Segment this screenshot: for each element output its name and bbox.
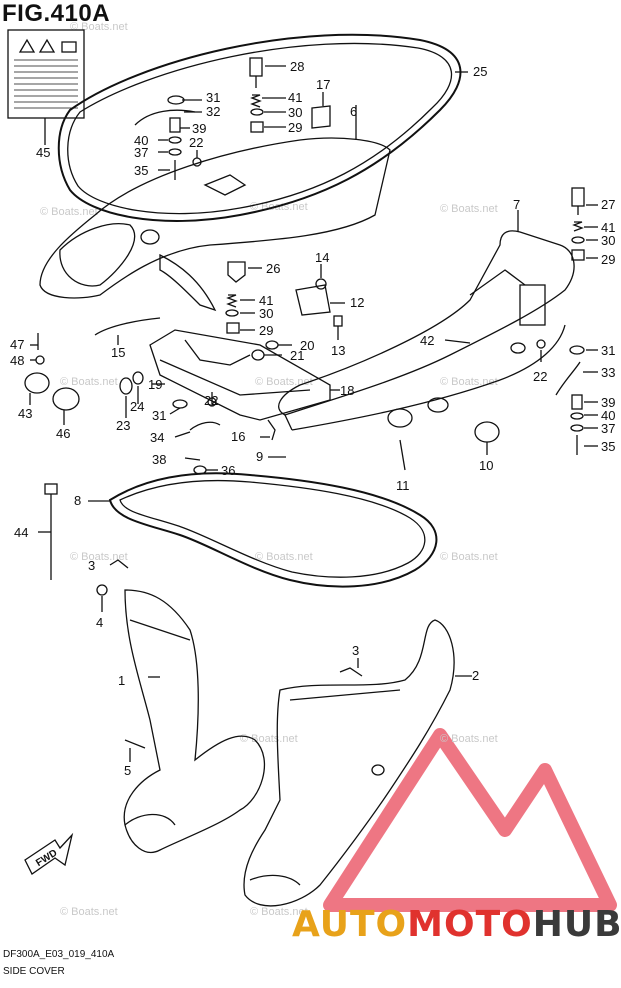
callout-28: 28	[290, 59, 304, 74]
figure-title: FIG.410A	[2, 0, 111, 27]
callout-40: 40	[134, 133, 148, 148]
callout-26: 26	[266, 261, 280, 276]
callout-34: 34	[150, 430, 164, 445]
callout-37b: 37	[601, 421, 615, 436]
callout-1: 1	[118, 673, 125, 688]
callout-44: 44	[14, 525, 28, 540]
callout-37: 37	[134, 145, 148, 160]
callout-30c: 30	[601, 233, 615, 248]
callout-4: 4	[96, 615, 103, 630]
callout-3: 3	[88, 558, 95, 573]
callout-8: 8	[74, 493, 81, 508]
part-right-side-cover	[243, 619, 472, 907]
callout-3b: 3	[352, 643, 359, 658]
model-code: DF300A_E03_019_410A	[3, 949, 115, 960]
callout-16: 16	[231, 429, 245, 444]
callout-25: 25	[473, 64, 487, 79]
callout-6: 6	[350, 104, 357, 119]
callout-47: 47	[10, 337, 24, 352]
watermark-text: © Boats.net	[440, 376, 498, 388]
brand-hub: HUB	[532, 904, 621, 945]
callout-9: 9	[256, 449, 263, 464]
part-warning-label	[7, 29, 85, 145]
callout-13: 13	[331, 343, 345, 358]
part-lower-bracket	[149, 329, 340, 421]
part-stern-cowling	[278, 210, 575, 431]
watermark-text: © Boats.net	[240, 733, 298, 745]
callout-42: 42	[420, 333, 434, 348]
callout-2: 2	[472, 668, 479, 683]
callout-32: 32	[206, 104, 220, 119]
callout-11: 11	[396, 478, 410, 493]
watermark-text: © Boats.net	[255, 551, 313, 563]
callout-41c: 41	[601, 220, 615, 235]
callout-29c: 29	[601, 252, 615, 267]
callout-45: 45	[36, 145, 50, 160]
callout-35: 35	[134, 163, 148, 178]
watermark-text: © Boats.net	[60, 906, 118, 918]
callout-43: 43	[18, 406, 32, 421]
part-left-side-cover	[123, 589, 266, 853]
automotohub-logo-icon	[323, 728, 617, 912]
part-top-seal	[57, 33, 468, 222]
callout-21: 21	[290, 348, 304, 363]
callout-labels: 1 2 3 3 4 5 6 7 8 9 10 11 12 13 14 15 16…	[10, 59, 615, 778]
automotohub-watermark: AUTOMOTOHUB	[292, 904, 621, 945]
part-hardware	[24, 57, 598, 762]
callout-39b: 39	[601, 395, 615, 410]
callout-33: 33	[601, 365, 615, 380]
callout-12: 12	[350, 295, 364, 310]
callout-7: 7	[513, 197, 520, 212]
watermark-text: © Boats.net	[40, 206, 98, 218]
part-upper-cowling	[39, 105, 391, 312]
watermark-text: © Boats.net	[440, 551, 498, 563]
callout-22b: 22	[204, 393, 218, 408]
callout-29b: 29	[259, 323, 273, 338]
callout-30: 30	[288, 105, 302, 120]
fwd-arrow-icon	[24, 832, 74, 875]
callout-19: 19	[148, 377, 162, 392]
callout-15: 15	[111, 345, 125, 360]
callout-36: 36	[221, 463, 235, 478]
callout-23: 23	[116, 418, 130, 433]
watermark-text: © Boats.net	[440, 733, 498, 745]
callout-41: 41	[288, 90, 302, 105]
callout-39: 39	[192, 121, 206, 136]
callout-31c: 31	[601, 343, 615, 358]
callout-40b: 40	[601, 408, 615, 423]
brand-moto: MOTO	[407, 904, 533, 945]
brand-auto: AUTO	[292, 904, 408, 945]
callout-17: 17	[316, 77, 330, 92]
callout-5: 5	[124, 763, 131, 778]
callout-48: 48	[10, 353, 24, 368]
callout-24: 24	[130, 399, 144, 414]
part-outlines	[7, 29, 598, 907]
callout-30b: 30	[259, 306, 273, 321]
boats-net-watermarks: © Boats.net © Boats.net © Boats.net © Bo…	[40, 21, 498, 918]
callout-35b: 35	[601, 439, 615, 454]
callout-22c: 22	[533, 369, 547, 384]
watermark-text: © Boats.net	[60, 376, 118, 388]
callout-27: 27	[601, 197, 615, 212]
callout-10: 10	[479, 458, 493, 473]
part-lower-seal	[88, 472, 438, 588]
callout-18: 18	[340, 383, 354, 398]
callout-29: 29	[288, 120, 302, 135]
callout-31: 31	[206, 90, 220, 105]
watermark-text: © Boats.net	[70, 551, 128, 563]
callout-38: 38	[152, 452, 166, 467]
callout-41b: 41	[259, 293, 273, 308]
watermark-text: © Boats.net	[255, 376, 313, 388]
callout-20: 20	[300, 338, 314, 353]
callout-46: 46	[56, 426, 70, 441]
watermark-text: © Boats.net	[250, 906, 308, 918]
watermark-text: © Boats.net	[440, 203, 498, 215]
callout-22: 22	[189, 135, 203, 150]
callout-14: 14	[315, 250, 329, 265]
figure-caption: SIDE COVER	[3, 966, 65, 977]
callout-31b: 31	[152, 408, 166, 423]
